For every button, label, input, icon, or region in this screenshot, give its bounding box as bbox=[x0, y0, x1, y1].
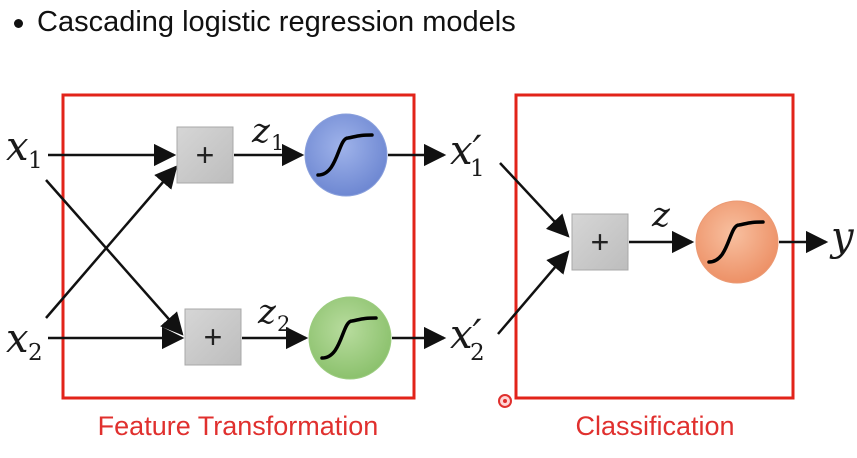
caption-classification: Classification bbox=[575, 411, 734, 441]
svg-text:x′: x′ bbox=[450, 312, 482, 358]
svg-text:x: x bbox=[6, 316, 29, 362]
transformed-x2-label: x′ 2 bbox=[450, 312, 485, 366]
edge-x1prime-to-output-sum bbox=[499, 162, 570, 238]
feature-transformation-box bbox=[61, 93, 416, 400]
svg-text:z: z bbox=[251, 111, 271, 151]
edge-x1-to-sum2 bbox=[45, 179, 184, 336]
input-x1-label: x 1 bbox=[6, 124, 43, 174]
output-sum-node: + bbox=[571, 213, 629, 271]
bullet-dot bbox=[14, 18, 23, 28]
svg-text:2: 2 bbox=[277, 312, 290, 336]
sum-node-2: + bbox=[184, 308, 242, 366]
svg-text:1: 1 bbox=[28, 148, 43, 174]
bullet-line: Cascading logistic regression models bbox=[14, 2, 516, 42]
laser-pointer-dot bbox=[498, 394, 512, 408]
sigmoid-node-1 bbox=[304, 113, 388, 197]
z2-label: z 2 bbox=[257, 292, 290, 336]
sigmoid-node-2 bbox=[308, 296, 392, 380]
z1-label: z 1 bbox=[251, 111, 284, 155]
svg-text:1: 1 bbox=[271, 131, 284, 155]
svg-text:2: 2 bbox=[28, 340, 43, 366]
bullet-text: Cascading logistic regression models bbox=[37, 5, 516, 38]
plus-symbol-2: + bbox=[204, 319, 223, 355]
sigmoid-curve-icon-output bbox=[707, 220, 765, 264]
z-label: z bbox=[651, 195, 671, 235]
svg-text:1: 1 bbox=[470, 156, 485, 182]
svg-text:x: x bbox=[6, 124, 29, 170]
edge-x2prime-to-output-sum bbox=[497, 250, 570, 335]
classification-box bbox=[514, 93, 795, 400]
plus-symbol-1: + bbox=[196, 137, 215, 173]
sigmoid-curve-icon-1 bbox=[316, 133, 374, 177]
sigmoid-node-output bbox=[695, 200, 779, 284]
caption-feature-transformation: Feature Transformation bbox=[98, 411, 379, 441]
sum-node-1: + bbox=[176, 126, 234, 184]
sigmoid-curve-icon-2 bbox=[320, 316, 378, 360]
transformed-x1-label: x′ 1 bbox=[450, 128, 485, 182]
plus-symbol-output: + bbox=[591, 224, 610, 260]
output-y-label: y bbox=[829, 214, 855, 260]
svg-text:2: 2 bbox=[470, 340, 485, 366]
svg-text:z: z bbox=[257, 292, 277, 332]
svg-text:x′: x′ bbox=[450, 128, 482, 174]
input-x2-label: x 2 bbox=[6, 316, 43, 366]
edge-x2-to-sum1 bbox=[45, 165, 178, 319]
